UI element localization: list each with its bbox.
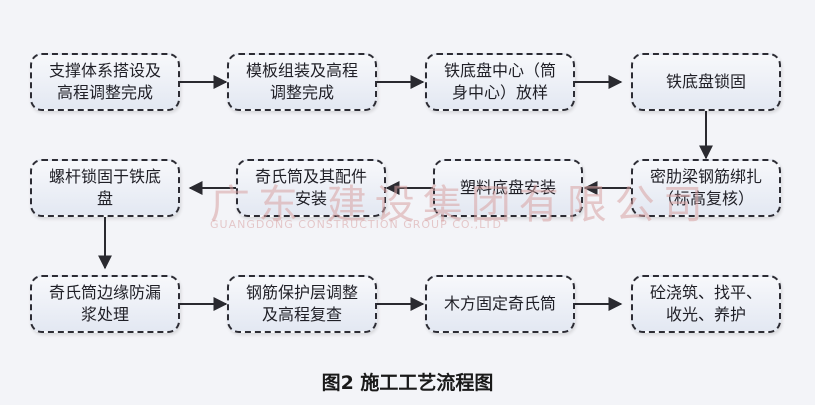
- step-tube-fittings-install: 奇氏筒及其配件 安装: [236, 159, 386, 217]
- step-concrete-pour: 砼浇筑、找平、 收光、养护: [631, 275, 781, 333]
- watermark-subtext: GUANGDONG CONSTRUCTION GROUP CO.,LTD: [210, 218, 502, 231]
- step-rib-beam-rebar: 密肋梁钢筋绑扎 （标高复核）: [631, 159, 781, 217]
- step-support-system-setup: 支撑体系搭设及 高程调整完成: [30, 53, 180, 111]
- step-formwork-assembly: 模板组装及高程 调整完成: [227, 53, 377, 111]
- step-rebar-cover-adjust: 钢筋保护层调整 及高程复查: [227, 275, 377, 333]
- step-bolt-lock: 螺杆锁固于铁底 盘: [30, 159, 180, 217]
- watermark-text: 广东 建设集团有限公司: [210, 182, 711, 228]
- step-timber-fix-tube: 木方固定奇氏筒: [425, 275, 575, 333]
- step-edge-leak-prevention: 奇氏筒边缘防漏 浆处理: [30, 275, 180, 333]
- step-iron-base-lock: 铁底盘锁固: [631, 53, 781, 111]
- step-iron-base-layout: 铁底盘中心（筒 身中心）放样: [425, 53, 575, 111]
- figure-caption: 图2 施工工艺流程图: [321, 372, 494, 394]
- step-plastic-base-install: 塑料底盘安装: [433, 159, 583, 217]
